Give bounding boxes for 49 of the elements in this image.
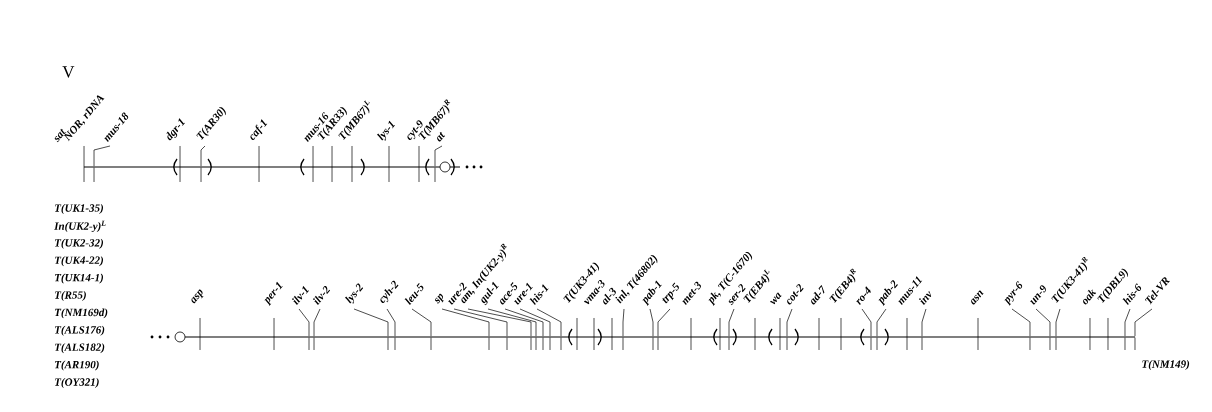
leader-line xyxy=(353,308,389,337)
rearrangement-label: T(OY321) xyxy=(55,378,99,388)
rearrangement-label: T(AR190) xyxy=(55,360,99,371)
leader-line xyxy=(441,308,490,337)
leader-line xyxy=(1055,308,1061,337)
leader-line xyxy=(298,308,310,337)
leader-line xyxy=(93,145,111,167)
leader-line xyxy=(861,308,872,337)
rearrangement-label: T(UK4-22) xyxy=(55,256,103,267)
leader-line xyxy=(487,308,537,337)
leader-line xyxy=(467,308,532,337)
leader-line xyxy=(504,308,544,337)
rearrangement-label: T(UK1-35) xyxy=(55,204,103,214)
leader-line xyxy=(1035,308,1051,337)
leader-line xyxy=(1134,308,1153,337)
leader-line xyxy=(519,308,551,337)
rearrangement-label: In(UK2-y)$^{L}$ xyxy=(54,220,106,233)
rearrangement-label: T(NM149) xyxy=(1142,360,1190,370)
leader-line xyxy=(386,308,396,337)
chromosome-line xyxy=(185,336,1135,338)
leader-line xyxy=(411,308,432,337)
leader-line xyxy=(921,308,927,337)
locus-label: asn xyxy=(971,290,984,305)
leader-line xyxy=(622,308,625,337)
chromosome-title: V xyxy=(62,66,75,78)
leader-line xyxy=(657,308,671,337)
leader-line xyxy=(200,145,206,167)
chromosome-line xyxy=(84,166,460,168)
leader-line xyxy=(876,308,887,337)
rearrangement-label: T(NM169d) xyxy=(55,308,108,319)
rearrangement-label: T(ALS176) xyxy=(55,325,105,336)
locus-label: al-3 xyxy=(603,287,616,305)
rearrangement-label: T(R55) xyxy=(55,291,86,301)
leader-line xyxy=(536,308,562,337)
rearrangement-label: T(UK14-1) xyxy=(55,273,103,284)
leader-line xyxy=(1011,308,1031,337)
rearrangement-label: T(UK2-32) xyxy=(55,238,103,249)
locus-label: sp xyxy=(435,293,444,304)
leader-line xyxy=(434,145,443,167)
locus-label: wa xyxy=(769,292,782,305)
leader-line xyxy=(453,308,508,337)
leader-line xyxy=(728,308,735,337)
locus-label: asp xyxy=(191,289,204,304)
locus-label: sat xyxy=(54,128,66,143)
rearrangement-label: T(ALS182) xyxy=(55,343,105,354)
leader-line xyxy=(1124,308,1131,337)
leader-line xyxy=(649,308,654,337)
leader-line xyxy=(313,308,321,337)
leader-line xyxy=(786,308,793,337)
